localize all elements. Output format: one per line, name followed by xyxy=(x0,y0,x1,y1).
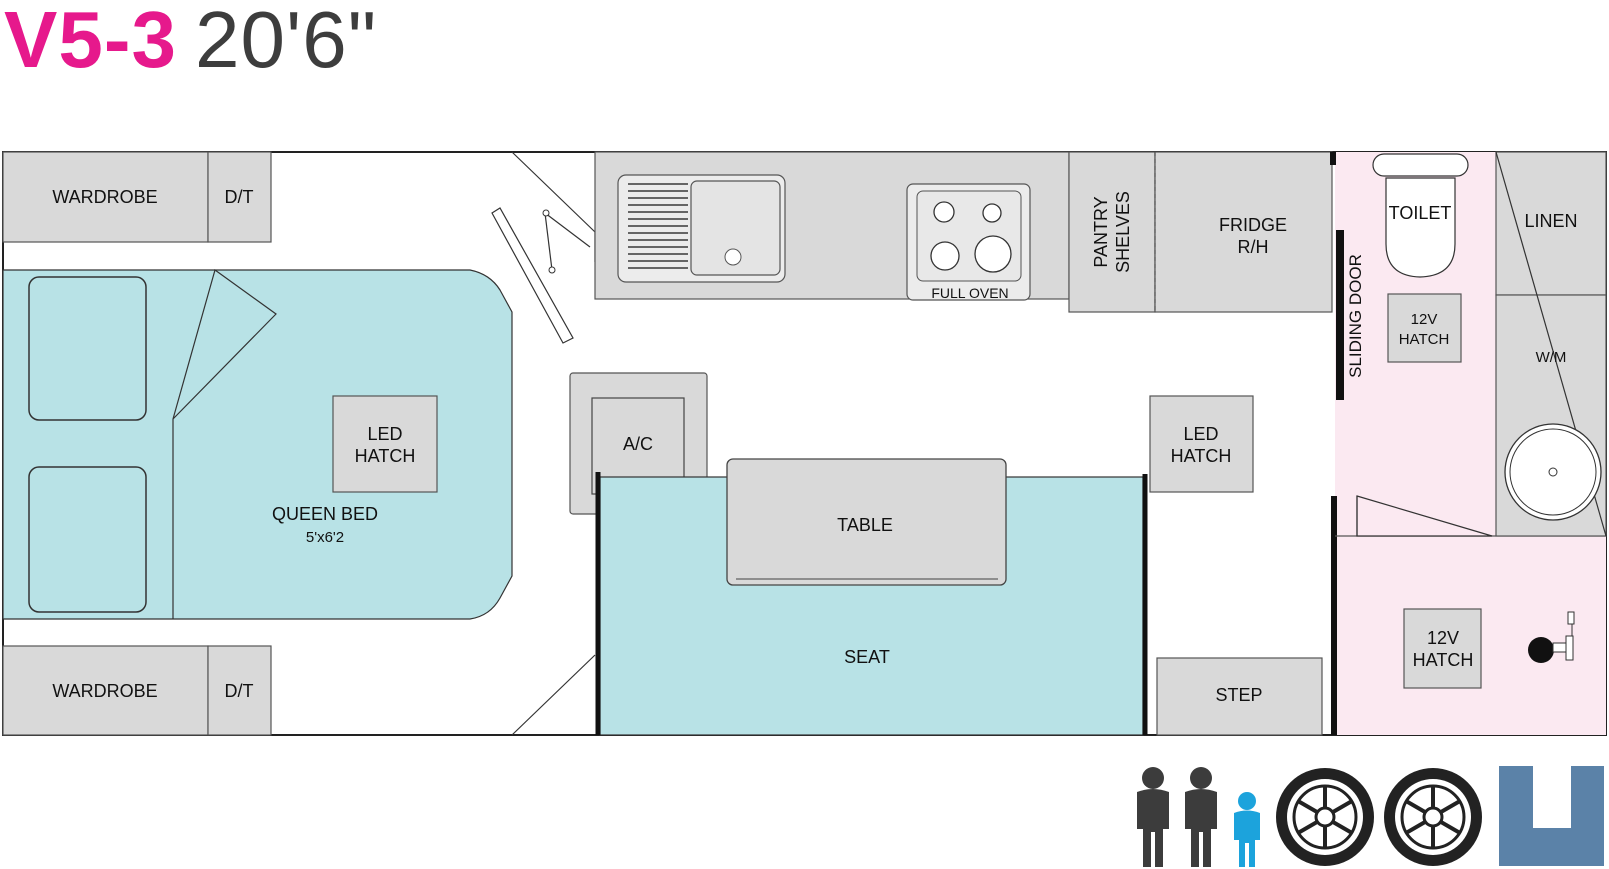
dt-bottom: D/T xyxy=(207,645,272,736)
adult-icon xyxy=(1185,767,1217,867)
svg-text:HATCH: HATCH xyxy=(355,446,416,466)
wardrobe-top: WARDROBE xyxy=(2,151,209,243)
offroad-tyre-icon xyxy=(1384,768,1482,866)
svg-text:SHELVES: SHELVES xyxy=(1113,191,1133,273)
hatch-12v-top: 12V HATCH xyxy=(1387,293,1462,363)
svg-text:5'x6'2: 5'x6'2 xyxy=(306,529,344,546)
fridge: FRIDGE R/H xyxy=(1154,151,1333,313)
adult-icon xyxy=(1137,767,1169,867)
svg-text:HATCH: HATCH xyxy=(1399,331,1450,348)
sink xyxy=(617,174,786,283)
toilet: TOILET xyxy=(1372,153,1469,278)
svg-text:SEAT: SEAT xyxy=(844,647,890,667)
svg-text:TABLE: TABLE xyxy=(837,515,893,535)
bed-corner-fold xyxy=(172,269,277,420)
hatch-12v-bottom: 12V HATCH xyxy=(1403,608,1482,689)
led-hatch-left: LED HATCH xyxy=(332,395,438,493)
child-icon xyxy=(1234,792,1260,867)
shower-tap xyxy=(1528,611,1575,663)
svg-text:WARDROBE: WARDROBE xyxy=(52,187,157,207)
svg-text:A/C: A/C xyxy=(623,434,653,454)
svg-text:LED: LED xyxy=(367,424,402,444)
pantry-shelves: PANTRY SHELVES xyxy=(1068,151,1156,313)
svg-text:WARDROBE: WARDROBE xyxy=(52,681,157,701)
svg-text:FRIDGE: FRIDGE xyxy=(1219,215,1287,235)
svg-text:LED: LED xyxy=(1183,424,1218,444)
pillow xyxy=(28,276,147,421)
u-shape-lounge-icon xyxy=(1499,766,1604,866)
queen-bed: QUEEN BED 5'x6'2 xyxy=(2,269,513,620)
linen-cupboard: LINEN xyxy=(1495,151,1607,296)
svg-text:12V: 12V xyxy=(1427,628,1459,648)
svg-text:R/H: R/H xyxy=(1238,237,1269,257)
model-length: 20'6" xyxy=(194,0,378,84)
offroad-tyre-icon xyxy=(1276,768,1374,866)
dt-top: D/T xyxy=(207,151,272,243)
lounge-seat: SEAT xyxy=(595,472,1148,736)
led-hatch-right: LED HATCH xyxy=(1149,395,1254,493)
svg-text:12V: 12V xyxy=(1411,311,1438,328)
svg-text:FULL OVEN: FULL OVEN xyxy=(931,285,1008,301)
svg-text:STEP: STEP xyxy=(1215,685,1262,705)
svg-text:D/T: D/T xyxy=(225,681,254,701)
dining-table: TABLE xyxy=(726,458,1007,586)
svg-text:HATCH: HATCH xyxy=(1171,446,1232,466)
svg-text:QUEEN BED: QUEEN BED xyxy=(272,504,378,524)
svg-text:D/T: D/T xyxy=(225,187,254,207)
svg-text:LINEN: LINEN xyxy=(1524,211,1577,231)
svg-text:W/M: W/M xyxy=(1536,349,1567,366)
wardrobe-bottom: WARDROBE xyxy=(2,645,209,736)
pillow xyxy=(28,466,147,613)
cooktop: FULL OVEN xyxy=(906,183,1031,301)
svg-text:SLIDING DOOR: SLIDING DOOR xyxy=(1346,254,1365,378)
model-name: V5-3 xyxy=(4,0,177,84)
washing-machine: W/M xyxy=(1495,151,1607,537)
svg-text:PANTRY: PANTRY xyxy=(1091,196,1111,267)
kitchen-bench: FULL OVEN xyxy=(594,151,1070,301)
svg-text:HATCH: HATCH xyxy=(1413,650,1474,670)
entry-step: STEP xyxy=(1156,657,1323,736)
svg-text:TOILET: TOILET xyxy=(1389,203,1452,223)
